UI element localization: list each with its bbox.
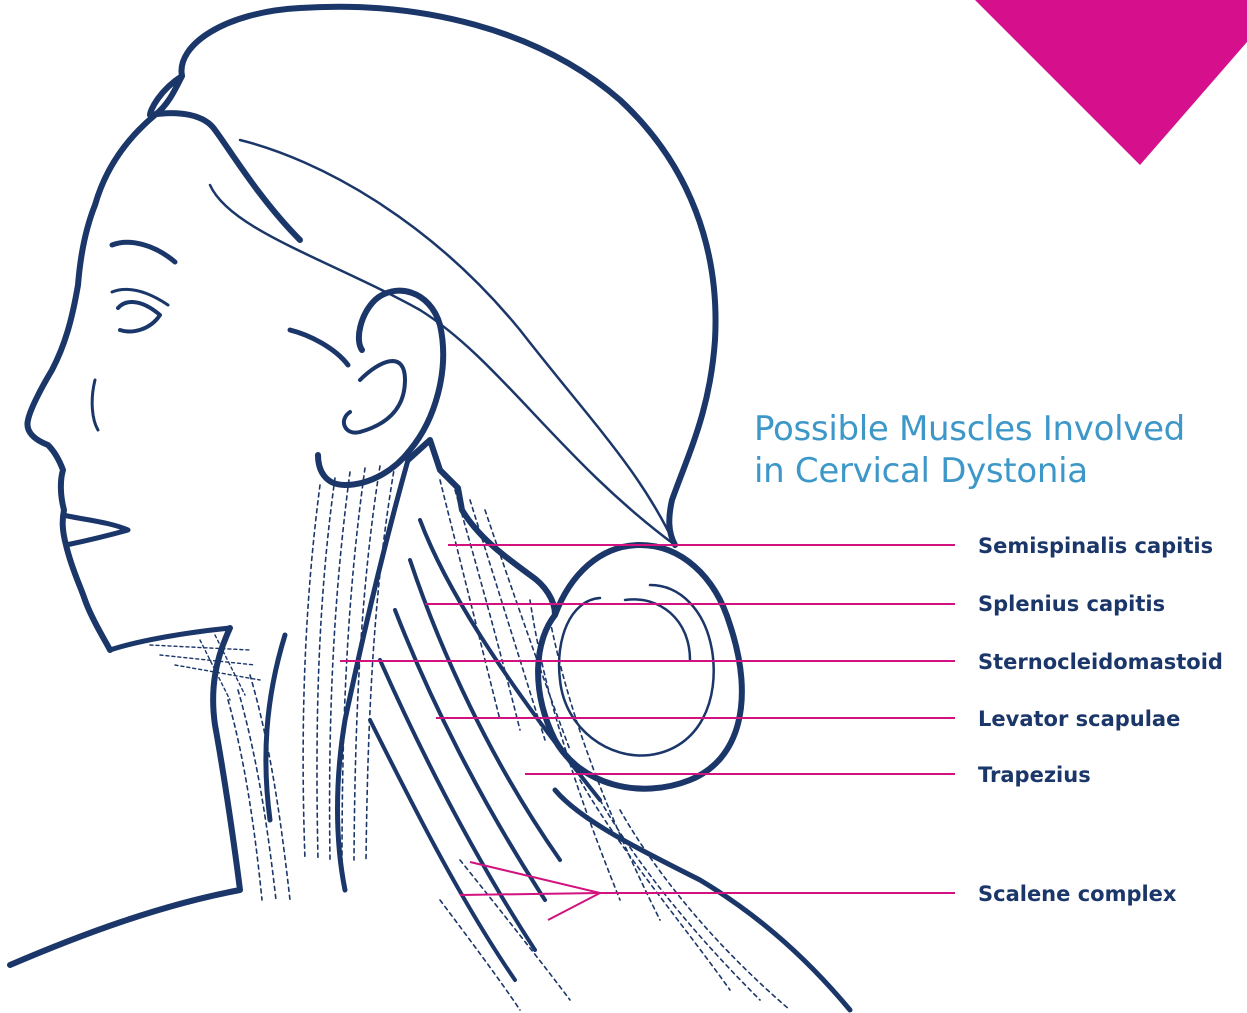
hair-outline bbox=[150, 76, 300, 240]
head-profile-outline bbox=[27, 7, 715, 650]
shoulder-outline bbox=[555, 790, 850, 1010]
label-splenius-capitis: Splenius capitis bbox=[978, 591, 1165, 617]
label-sternocleidomastoid: Sternocleidomastoid bbox=[978, 649, 1223, 675]
scalene-fibers bbox=[440, 480, 570, 750]
label-trapezius: Trapezius bbox=[978, 762, 1091, 788]
leader-scalene-branch-3 bbox=[548, 893, 600, 920]
lips bbox=[63, 515, 128, 545]
leader-scalene-branch-2 bbox=[460, 893, 600, 895]
hair-bun-inner bbox=[559, 585, 714, 756]
ear-outline bbox=[318, 291, 443, 485]
diagram-title-line-1: Possible Muscles Involved bbox=[754, 408, 1224, 450]
neck-front-outline bbox=[10, 628, 240, 965]
corner-accent-shape bbox=[975, 0, 1247, 165]
label-levator-scapulae: Levator scapulae bbox=[978, 706, 1180, 732]
hair-bun-swirl bbox=[625, 599, 690, 660]
nose-line bbox=[92, 380, 98, 430]
sternocleidomastoid-outline bbox=[338, 460, 409, 890]
cheek-line bbox=[290, 330, 348, 365]
eyebrow bbox=[112, 242, 175, 262]
ear-inner bbox=[344, 361, 405, 433]
jaw-fibers bbox=[150, 635, 260, 700]
eye bbox=[118, 302, 160, 331]
label-scalene-complex: Scalene complex bbox=[978, 881, 1176, 907]
label-semispinalis-capitis: Semispinalis capitis bbox=[978, 533, 1213, 559]
diagram-title: Possible Muscles Involved in Cervical Dy… bbox=[754, 408, 1224, 492]
diagram-title-line-2: in Cervical Dystonia bbox=[754, 450, 1224, 492]
hair-bun-outer bbox=[538, 545, 742, 789]
neck-back-outline bbox=[408, 440, 555, 615]
